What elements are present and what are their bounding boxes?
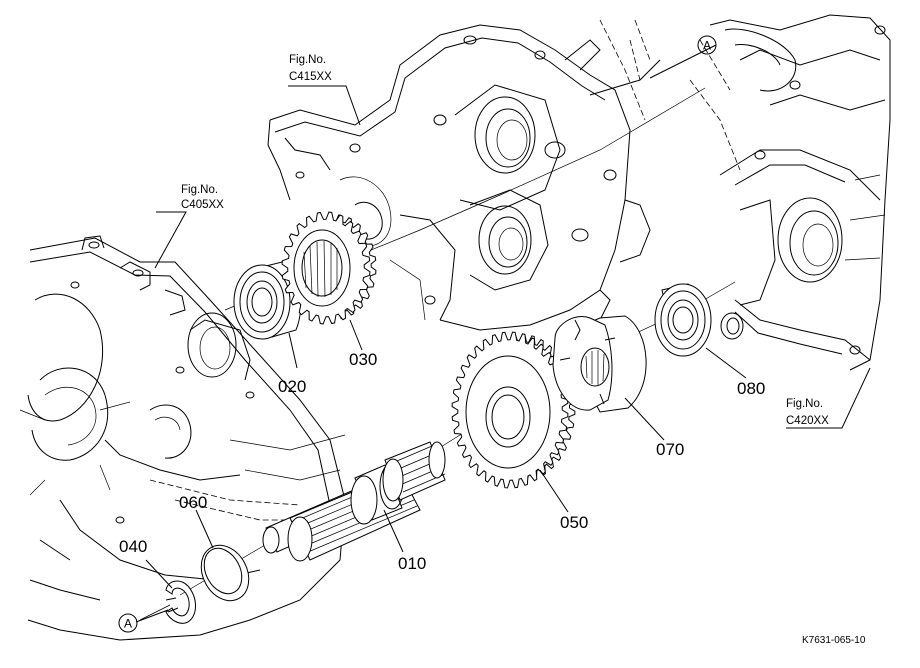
part-number-070: 070 [656,440,684,459]
part-number-040: 040 [119,537,147,556]
drawing-code: K7631-065-10 [802,635,866,646]
part-number-030: 030 [349,350,377,369]
part-number-020: 020 [278,377,306,396]
bearing-080 [654,283,712,357]
callout-leaders [135,44,871,623]
left-housing [19,235,346,641]
gear-030 [281,211,377,325]
marker-letter: A [703,39,711,53]
gear-050 [451,331,576,489]
snap-ring-040 [165,580,196,624]
figure-ref-c405: Fig.No. C405XX [181,184,224,211]
figure-ref-c420: Fig.No. C420XX [786,398,829,427]
fig-code: C415XX [289,71,332,83]
washer-060 [200,544,250,602]
marker-a-top: A [697,35,717,55]
shaft-010 [262,441,446,562]
right-housing [689,14,891,371]
fig-code: C405XX [181,199,224,211]
fig-code: C420XX [786,415,829,427]
marker-a-bottom: A [118,613,138,633]
part-number-080: 080 [737,379,765,398]
fig-label: Fig.No. [786,398,823,410]
fig-label: Fig.No. [181,184,218,196]
fig-label: Fig.No. [289,54,326,66]
center-housing [267,19,661,331]
part-number-010: 010 [398,554,426,573]
part-number-060: 060 [179,493,207,512]
figure-ref-c415: Fig.No. C415XX [289,54,332,83]
collar-070 [552,315,647,413]
part-number-050: 050 [560,513,588,532]
marker-letter: A [124,617,132,631]
